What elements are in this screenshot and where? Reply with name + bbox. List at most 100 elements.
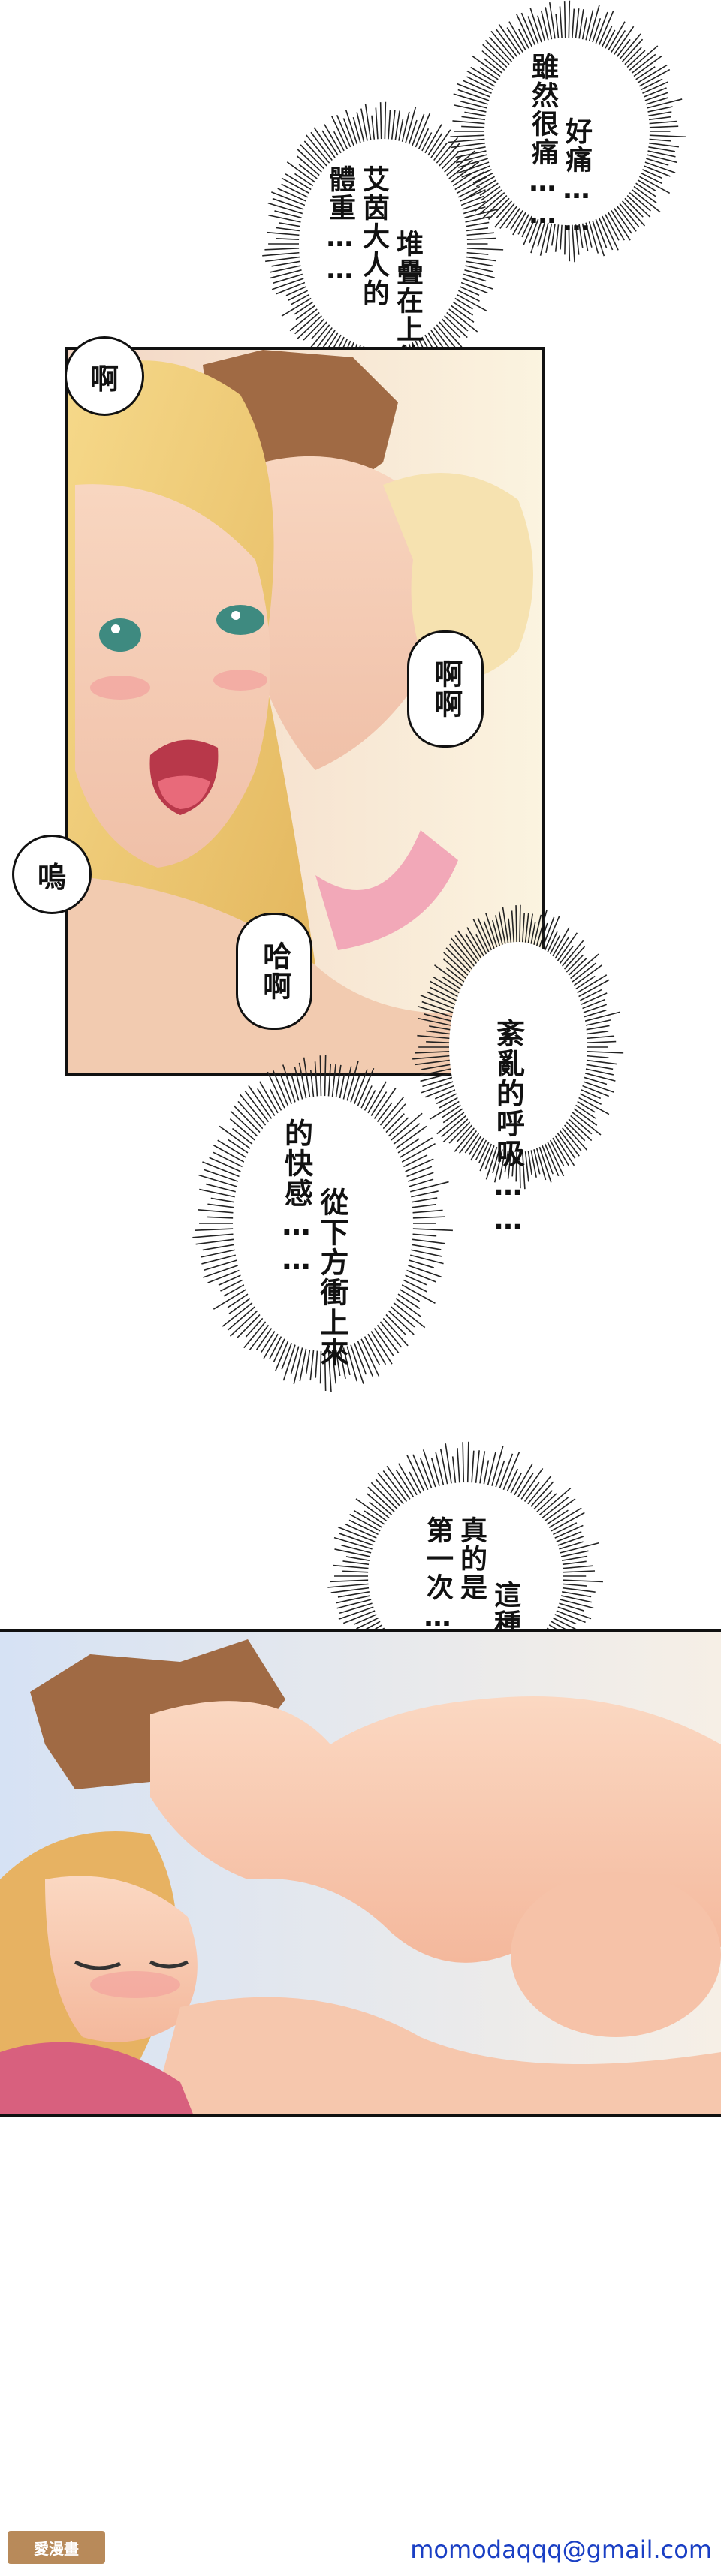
burst-line xyxy=(195,1238,237,1245)
burst-line xyxy=(367,1486,397,1515)
burst-line xyxy=(337,1590,373,1598)
burst-line xyxy=(433,977,463,995)
burst-line xyxy=(281,177,312,196)
burst-line xyxy=(442,976,464,992)
burst-line xyxy=(335,1347,341,1377)
burst-line xyxy=(409,1233,437,1237)
burst-line xyxy=(355,1498,390,1524)
burst-line xyxy=(484,39,512,68)
burst-line xyxy=(434,964,466,988)
burst-line xyxy=(267,1071,287,1112)
burst-line xyxy=(203,1263,241,1278)
burst-line xyxy=(624,193,651,218)
burst-line xyxy=(638,171,663,185)
burst-line xyxy=(331,116,349,152)
burst-line xyxy=(285,173,315,192)
burst-line xyxy=(271,191,308,207)
burst-line xyxy=(529,216,540,244)
burst-line xyxy=(310,131,335,164)
burst-line xyxy=(559,6,563,41)
burst-line xyxy=(515,1148,517,1182)
burst-line xyxy=(261,1328,277,1353)
burst-line xyxy=(494,200,517,228)
burst-line xyxy=(299,1345,308,1382)
burst-line xyxy=(399,1142,436,1164)
burst-line xyxy=(527,16,540,47)
burst-line xyxy=(564,221,566,255)
thought-bubble-3-text: 紊亂的呼吸…… xyxy=(491,1019,525,1238)
burst-line xyxy=(448,303,475,323)
burst-line xyxy=(420,995,457,1010)
burst-line xyxy=(268,214,304,224)
burst-line xyxy=(457,189,486,203)
burst-line xyxy=(494,1460,505,1491)
burst-line xyxy=(445,967,467,985)
burst-line xyxy=(481,184,503,201)
burst-line xyxy=(584,1031,609,1035)
burst-line xyxy=(313,127,338,161)
burst-line xyxy=(492,920,502,949)
burst-line xyxy=(544,1509,569,1527)
contact-email-link[interactable]: momodaqqq@gmail.com xyxy=(410,2535,712,2564)
burst-line xyxy=(534,1493,557,1515)
burst-line xyxy=(590,217,605,257)
burst-line xyxy=(566,958,587,978)
burst-line xyxy=(227,1139,251,1155)
burst-line xyxy=(587,218,599,254)
burst-line xyxy=(482,44,510,70)
burst-line xyxy=(338,1074,345,1102)
burst-line xyxy=(641,161,676,173)
burst-line xyxy=(378,1319,403,1348)
burst-line xyxy=(584,1035,615,1040)
burst-line xyxy=(457,161,493,174)
burst-line xyxy=(631,55,662,79)
burst-line xyxy=(352,117,362,146)
burst-line xyxy=(352,1069,368,1107)
burst-line xyxy=(581,1076,608,1085)
burst-line xyxy=(446,159,473,182)
burst-line xyxy=(557,1598,594,1609)
burst-line xyxy=(324,1055,327,1100)
burst-line xyxy=(431,142,448,164)
burst-line xyxy=(407,119,418,147)
burst-line xyxy=(470,1135,486,1161)
burst-line xyxy=(402,1273,427,1286)
burst-line xyxy=(363,1090,376,1114)
burst-line xyxy=(646,142,679,148)
burst-line xyxy=(345,1523,380,1540)
burst-line xyxy=(391,1300,426,1329)
burst-line xyxy=(336,1598,375,1609)
burst-line xyxy=(337,1526,379,1544)
burst-line xyxy=(298,1062,308,1102)
burst-line xyxy=(297,313,324,340)
thought-bubble-2-text: 堆疊在上的艾茵大人的體重…… xyxy=(324,165,423,372)
burst-line xyxy=(463,237,496,241)
burst-line xyxy=(342,1560,373,1566)
burst-line xyxy=(559,1560,587,1566)
burst-line xyxy=(265,256,303,263)
burst-line xyxy=(505,205,523,229)
burst-line xyxy=(442,155,463,175)
burst-line xyxy=(521,1148,526,1190)
burst-line xyxy=(560,1583,587,1587)
burst-line xyxy=(643,157,669,166)
burst-line xyxy=(551,927,570,959)
burst-line xyxy=(434,322,457,349)
burst-line xyxy=(429,1099,463,1120)
burst-line xyxy=(356,1338,373,1377)
burst-line xyxy=(486,1452,496,1488)
burst-line xyxy=(274,210,305,219)
burst-line xyxy=(460,206,486,215)
burst-line xyxy=(382,1470,409,1505)
burst-line xyxy=(462,264,493,272)
burst-line xyxy=(464,1130,481,1154)
burst-line xyxy=(463,247,504,251)
burst-line xyxy=(515,1473,534,1500)
burst-line xyxy=(540,10,550,44)
burst-line xyxy=(330,1579,372,1583)
burst-line xyxy=(205,1183,239,1193)
burst-line xyxy=(568,953,599,981)
burst-line xyxy=(366,1081,387,1116)
burst-line xyxy=(553,936,570,961)
burst-line xyxy=(508,21,528,53)
